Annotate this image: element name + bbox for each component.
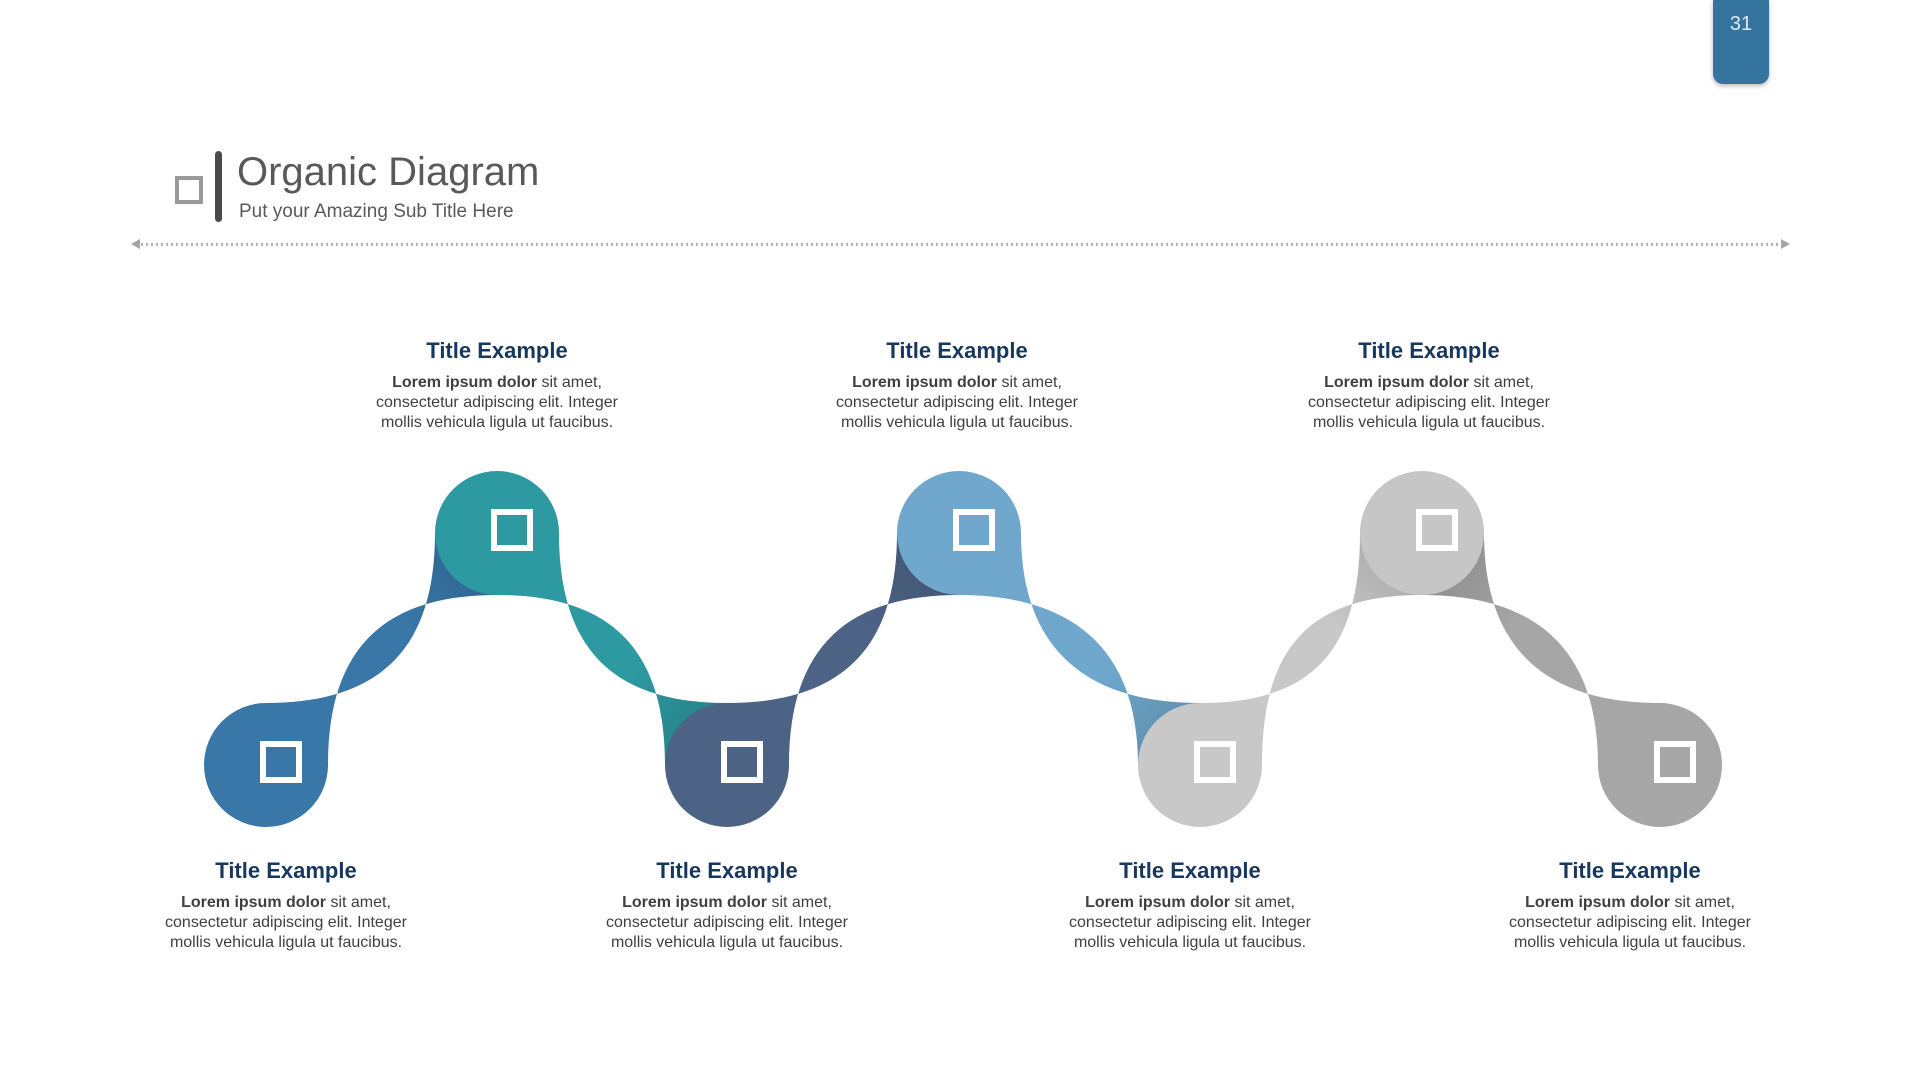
node-title: Title Example (1358, 338, 1500, 363)
node-title: Title Example (1559, 858, 1701, 883)
node-text-block: Title Example Lorem ipsum dolor sit amet… (337, 338, 657, 433)
slide-subtitle: Put your Amazing Sub Title Here (239, 201, 514, 222)
square-outline-icon (175, 176, 203, 204)
square-outline-icon (260, 741, 302, 783)
node-title: Title Example (886, 338, 1028, 363)
square-outline-icon (491, 509, 533, 551)
node-description: Lorem ipsum dolor sit amet, consectetur … (165, 894, 407, 951)
node-title: Title Example (426, 338, 568, 363)
page-number-badge: 31 (1713, 0, 1769, 84)
node-description: Lorem ipsum dolor sit amet, consectetur … (606, 894, 848, 951)
connector-band (1422, 533, 1660, 765)
connector-band (727, 533, 959, 765)
node-description: Lorem ipsum dolor sit amet, consectetur … (836, 374, 1078, 431)
node-description: Lorem ipsum dolor sit amet, consectetur … (376, 374, 618, 431)
slide-title: Organic Diagram (237, 150, 540, 194)
connector-band (959, 533, 1200, 765)
node-title: Title Example (215, 858, 357, 883)
node-text-block: Title Example Lorem ipsum dolor sit amet… (1269, 338, 1589, 433)
connector-band (497, 533, 727, 765)
node-text-block: Title Example Lorem ipsum dolor sit amet… (126, 858, 446, 953)
node-text-block: Title Example Lorem ipsum dolor sit amet… (1470, 858, 1790, 953)
dotted-divider (141, 243, 1781, 246)
node-text-block: Title Example Lorem ipsum dolor sit amet… (797, 338, 1117, 433)
node-description: Lorem ipsum dolor sit amet, consectetur … (1308, 374, 1550, 431)
connector-band (266, 533, 497, 765)
square-outline-icon (1416, 509, 1458, 551)
square-outline-icon (1654, 741, 1696, 783)
title-accent-bar (215, 151, 222, 222)
node-description: Lorem ipsum dolor sit amet, consectetur … (1509, 894, 1751, 951)
node-title: Title Example (656, 858, 798, 883)
square-outline-icon (953, 509, 995, 551)
node-text-block: Title Example Lorem ipsum dolor sit amet… (1030, 858, 1350, 953)
page-number: 31 (1729, 13, 1753, 35)
connector-band (1200, 533, 1422, 765)
node-title: Title Example (1119, 858, 1261, 883)
square-outline-icon (721, 741, 763, 783)
node-text-block: Title Example Lorem ipsum dolor sit amet… (567, 858, 887, 953)
node-description: Lorem ipsum dolor sit amet, consectetur … (1069, 894, 1311, 951)
arrow-right-icon (1781, 239, 1790, 249)
square-outline-icon (1194, 741, 1236, 783)
arrow-left-icon (131, 239, 140, 249)
